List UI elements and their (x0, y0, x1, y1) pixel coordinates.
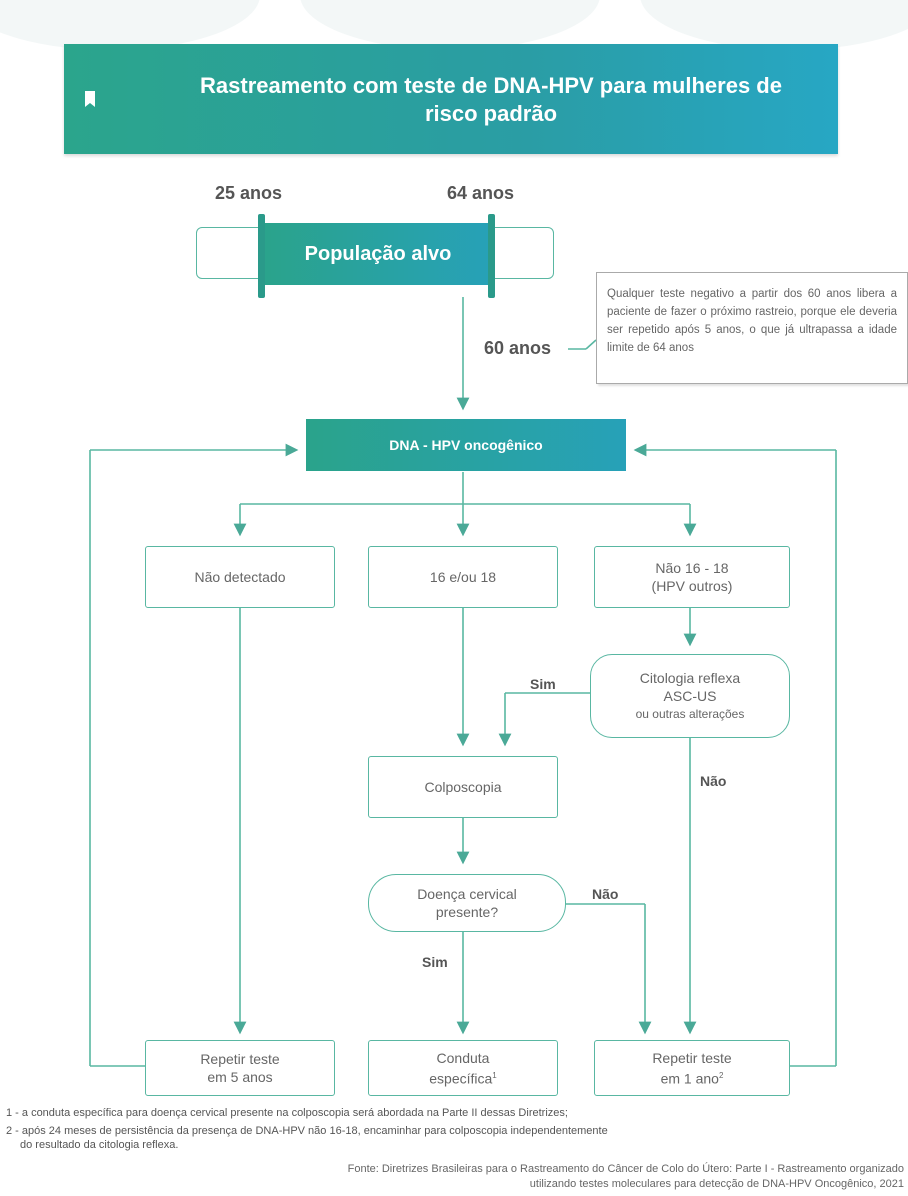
target-population-box: População alvo (263, 223, 493, 285)
page-title: Rastreamento com teste de DNA-HPV para m… (200, 73, 782, 126)
repeat1-line1: Repetir teste (652, 1049, 732, 1066)
header-banner: Rastreamento com teste de DNA-HPV para m… (64, 44, 838, 154)
footnote-1: 1 - a conduta específica para doença cer… (6, 1107, 568, 1119)
outcome-specific-conduct: Conduta específica1 (368, 1040, 558, 1096)
age-60-label: 60 anos (484, 338, 552, 358)
cytology-line3: ou outras alterações (635, 707, 745, 721)
label-no-cytology: Não (700, 773, 727, 789)
dna-hpv-test-box: DNA - HPV oncogênico (306, 419, 626, 471)
result-other-line1: Não 16 - 18 (655, 560, 729, 576)
repeat1-line2: em 1 ano2 (660, 1070, 724, 1087)
footnote-ref-1: 1 (492, 1070, 497, 1080)
repeat5-line2: em 5 anos (207, 1069, 273, 1085)
conduct-line2: específica1 (429, 1070, 497, 1087)
age-end-label: 64 anos (447, 183, 515, 203)
label-yes-cytology: Sim (530, 676, 556, 692)
result-not-detected: Não detectado (145, 546, 335, 608)
footnote-2-line2: do resultado da citologia reflexa. (20, 1139, 179, 1151)
source-line1: Fonte: Diretrizes Brasileiras para o Ras… (347, 1163, 904, 1175)
repeat5-line1: Repetir teste (200, 1051, 280, 1067)
result-other-line2: (HPV outros) (651, 578, 733, 594)
result-other-hpv: Não 16 - 18 (HPV outros) (594, 546, 790, 608)
footnote-ref-2: 2 (718, 1070, 724, 1080)
footnote-2-line1: 2 - após 24 meses de persistência da pre… (6, 1125, 608, 1137)
age-note-box: Qualquer teste negativo a partir dos 60 … (596, 272, 908, 384)
disease-line1: Doença cervical (417, 886, 517, 902)
label-no-disease: Não (592, 886, 619, 902)
cervical-disease-box: Doença cervical presente? (368, 874, 566, 932)
outcome-repeat-1-year: Repetir teste em 1 ano2 (594, 1040, 790, 1096)
bookmark-icon (85, 91, 95, 107)
cytology-line2: ASC-US (663, 688, 717, 704)
label-yes-disease: Sim (422, 954, 448, 970)
outcome-repeat-5-years: Repetir teste em 5 anos (145, 1040, 335, 1096)
age-end-marker (488, 214, 495, 298)
cytology-line1: Citologia reflexa (639, 670, 741, 686)
conduct-line1: Conduta (436, 1049, 490, 1066)
age-start-marker (258, 214, 265, 298)
result-16-18: 16 e/ou 18 (368, 546, 558, 608)
colposcopy-box: Colposcopia (368, 756, 558, 818)
disease-line2: presente? (435, 904, 499, 920)
reflex-cytology-box: Citologia reflexa ASC-US ou outras alter… (590, 654, 790, 738)
source-line2: utilizando testes moleculares para detec… (529, 1178, 904, 1190)
age-start-label: 25 anos (215, 183, 283, 203)
